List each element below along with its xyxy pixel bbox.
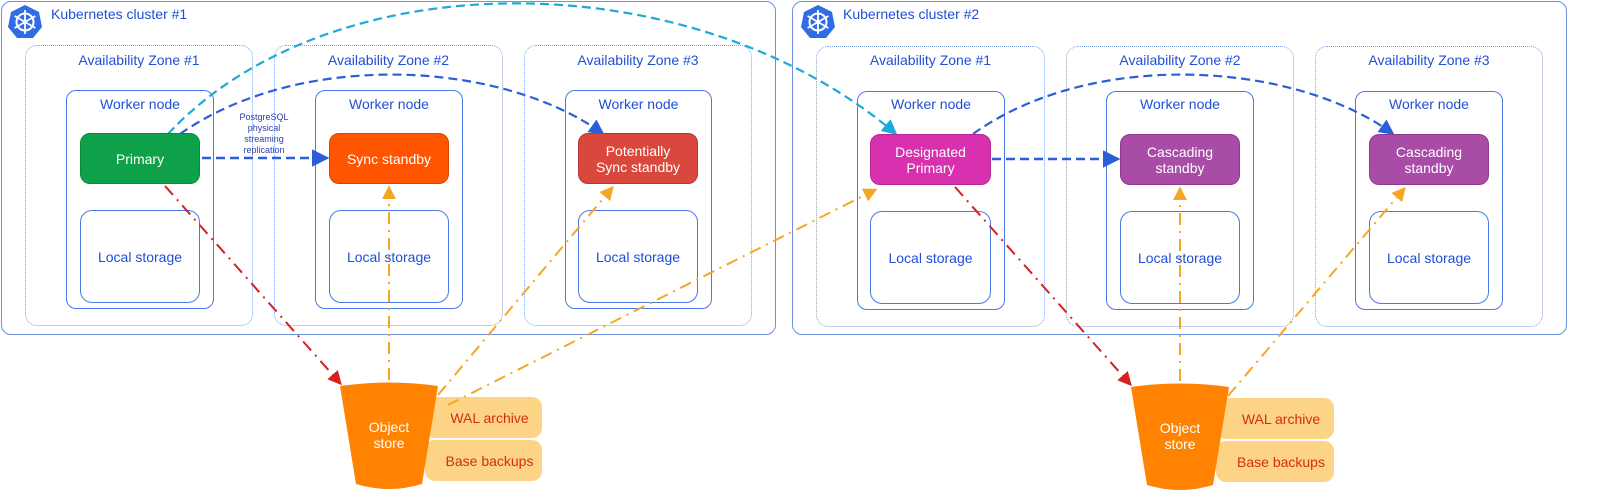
cascading-standby-pod: Cascading standby <box>1120 134 1240 185</box>
worker-node-title: Worker node <box>349 96 429 112</box>
availability-zone <box>524 45 752 326</box>
streaming-arrow <box>179 73 605 135</box>
worker-node-title: Worker node <box>1389 96 1469 112</box>
availability-zone-title: Availability Zone #2 <box>1119 52 1241 68</box>
streaming-arrow <box>972 73 1395 135</box>
local-storage: Local storage <box>578 210 698 303</box>
local-storage: Local storage <box>80 210 200 303</box>
base-backups: Base backups <box>1216 441 1334 482</box>
object-store-label: Object store <box>1159 420 1201 452</box>
base-backups: Base backups <box>425 440 542 481</box>
availability-zone <box>25 45 253 326</box>
local-storage: Local storage <box>870 211 991 304</box>
object-store-label: Object store <box>368 419 410 451</box>
availability-zone-title: Availability Zone #3 <box>577 52 699 68</box>
replication-note: PostgreSQL physical streaming replicatio… <box>239 112 289 155</box>
bucket-icon <box>1127 383 1233 493</box>
worker-node-title: Worker node <box>598 96 679 112</box>
kubernetes-icon <box>7 4 43 45</box>
worker-node <box>1355 91 1503 310</box>
worker-node <box>857 91 1005 310</box>
worker-node-title: Worker node <box>1140 96 1220 112</box>
wal-archive: WAL archive <box>1216 398 1334 439</box>
availability-zone <box>1315 46 1543 327</box>
designated-primary-pod: Designated Primary <box>870 134 991 185</box>
potential-sync-standby-pod: Potentially Sync standby <box>578 133 698 184</box>
availability-zone-title: Availability Zone #1 <box>78 52 200 68</box>
local-storage: Local storage <box>1369 211 1489 304</box>
availability-zone-title: Availability Zone #3 <box>1368 52 1490 68</box>
wal-restore-arrow <box>447 188 878 406</box>
cross-cluster-replication-arrow <box>167 2 898 135</box>
worker-node <box>66 90 214 309</box>
wal-archiving-arrow <box>954 186 1132 387</box>
bucket-icon <box>336 382 442 492</box>
cascading-standby-pod: Cascading standby <box>1369 134 1489 185</box>
availability-zone <box>816 46 1045 327</box>
wal-archiving-arrow <box>164 185 342 386</box>
availability-zone-title: Availability Zone #1 <box>869 52 992 68</box>
worker-node-title: Worker node <box>891 96 971 112</box>
primary-pod: Primary <box>80 133 200 184</box>
worker-node-title: Worker node <box>100 96 180 112</box>
wal-restore-arrow <box>1227 186 1406 397</box>
wal-archive: WAL archive <box>425 397 542 438</box>
wal-restore-arrow <box>437 185 614 396</box>
sync-standby-pod: Sync standby <box>329 133 449 184</box>
cluster-title: Kubernetes cluster #1 <box>51 6 188 22</box>
kubernetes-icon <box>800 4 836 45</box>
cluster-title: Kubernetes cluster #2 <box>843 6 980 22</box>
availability-zone-title: Availability Zone #2 <box>327 52 450 68</box>
